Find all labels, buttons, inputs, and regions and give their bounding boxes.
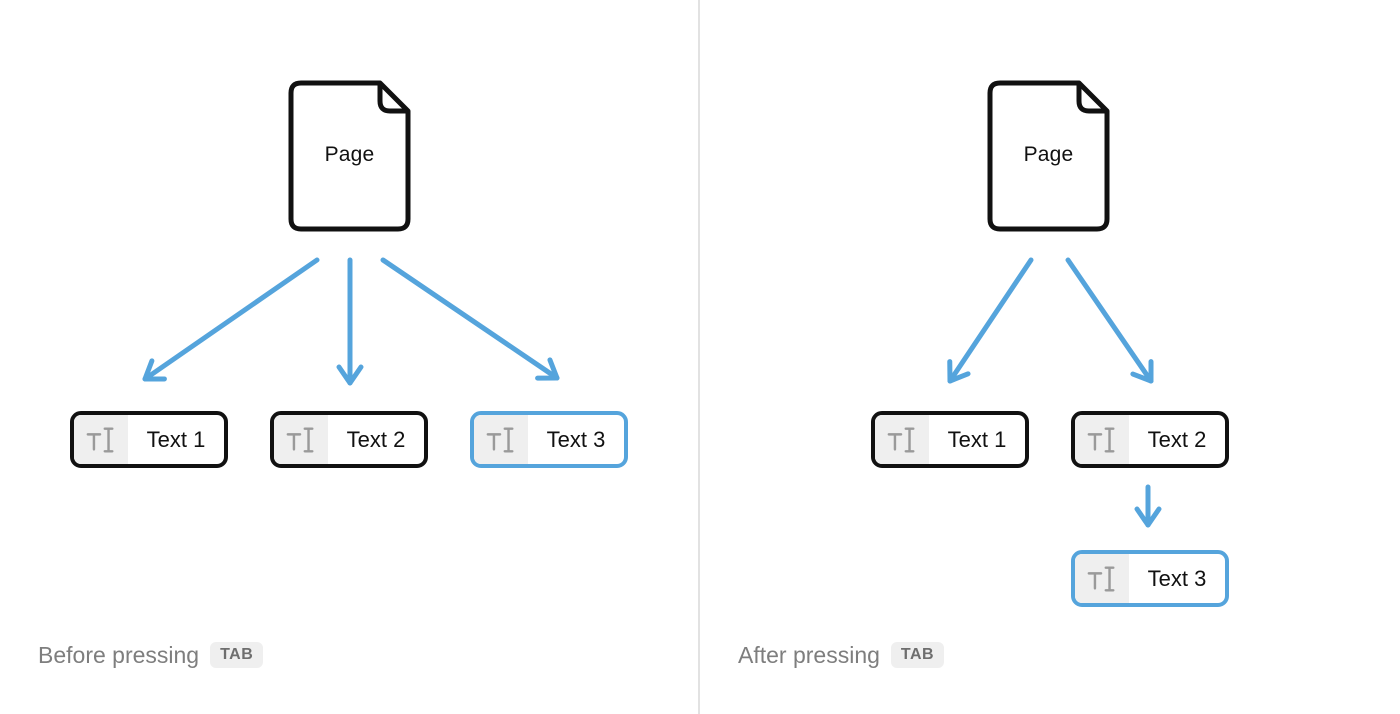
text-block-after-3-selected: Text 3 bbox=[1071, 550, 1229, 607]
text-block-label: Text 1 bbox=[146, 426, 206, 452]
arrow-after-page-to-text2 bbox=[1065, 257, 1154, 384]
caption-before: Before pressing TAB bbox=[38, 640, 264, 670]
text-cursor-icon bbox=[486, 426, 514, 453]
text-block-after-2: Text 2 bbox=[1071, 411, 1229, 468]
caption-after: After pressing TAB bbox=[738, 640, 945, 670]
text-cursor-icon bbox=[887, 426, 915, 453]
page-label: Page bbox=[1023, 143, 1074, 166]
text-block-label: Text 2 bbox=[346, 426, 406, 452]
arrow-after-page-to-text1 bbox=[947, 257, 1034, 384]
text-block-before-1: Text 1 bbox=[70, 411, 228, 468]
caption-text: After pressing bbox=[738, 641, 880, 668]
text-block-icon-cell bbox=[274, 415, 328, 464]
text-block-icon-cell bbox=[474, 415, 528, 464]
text-block-label: Text 3 bbox=[546, 426, 606, 452]
caption-text: Before pressing bbox=[38, 641, 200, 668]
panel-divider bbox=[698, 0, 700, 714]
text-block-label: Text 2 bbox=[1147, 426, 1207, 452]
text-block-label: Text 3 bbox=[1147, 565, 1207, 591]
arrow-before-page-to-text1 bbox=[142, 257, 320, 382]
text-block-before-3-selected: Text 3 bbox=[470, 411, 628, 468]
text-cursor-icon bbox=[1087, 426, 1115, 453]
text-block-icon-cell bbox=[74, 415, 128, 464]
text-block-after-1: Text 1 bbox=[871, 411, 1029, 468]
tab-key-badge: TAB bbox=[210, 642, 264, 668]
text-cursor-icon bbox=[1087, 565, 1115, 592]
text-cursor-icon bbox=[286, 426, 314, 453]
arrow-before-page-to-text3 bbox=[380, 257, 560, 381]
text-block-label: Text 1 bbox=[947, 426, 1007, 452]
page-label: Page bbox=[324, 143, 375, 166]
text-block-before-2: Text 2 bbox=[270, 411, 428, 468]
tab-key-badge: TAB bbox=[890, 642, 945, 668]
text-cursor-icon bbox=[86, 426, 114, 453]
text-block-icon-cell bbox=[1075, 554, 1129, 603]
text-block-icon-cell bbox=[1075, 415, 1129, 464]
text-block-icon-cell bbox=[875, 415, 929, 464]
